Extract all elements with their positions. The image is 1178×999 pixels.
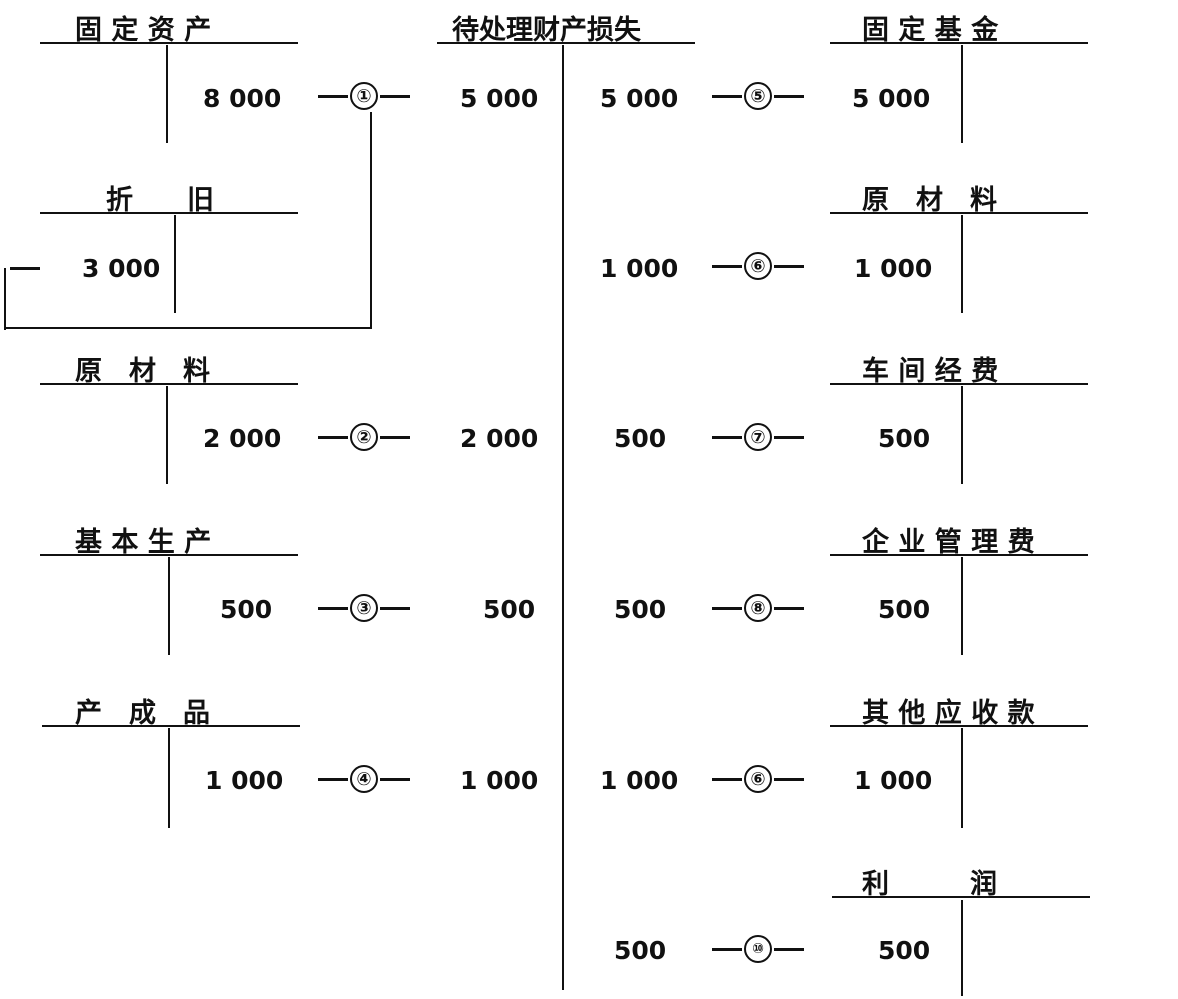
- bracket-left-vertical: [4, 268, 6, 330]
- account-divider: [562, 45, 564, 990]
- credit-amount: 1 000: [600, 766, 679, 795]
- debit-amount: 500: [878, 595, 931, 624]
- debit-amount: 500: [878, 936, 931, 965]
- entry-connector-8: ⑧: [712, 594, 804, 622]
- account-divider: [961, 386, 963, 484]
- account-title: 车 间 经 费: [862, 356, 999, 387]
- account-divider: [961, 728, 963, 828]
- credit-amount: 2 000: [203, 424, 282, 453]
- bracket-right-vertical: [370, 112, 372, 329]
- account-divider: [168, 557, 170, 655]
- entry-number: ⑧: [744, 594, 772, 622]
- debit-amount: 5 000: [852, 84, 931, 113]
- entry-connector-5: ⑤: [712, 82, 804, 110]
- account-title: 折 旧: [106, 185, 214, 216]
- entry-number: ③: [350, 594, 378, 622]
- debit-amount: 2 000: [460, 424, 539, 453]
- account-title: 基 本 生 产: [75, 527, 212, 558]
- credit-amount: 500: [614, 424, 667, 453]
- entry-connector-1: ①: [318, 82, 410, 110]
- credit-amount: 1 000: [205, 766, 284, 795]
- account-rule: [830, 383, 1088, 385]
- credit-amount: 8 000: [203, 84, 282, 113]
- account-title: 原 材 料: [75, 356, 210, 387]
- entry-connector-3: ③: [318, 594, 410, 622]
- entry-number: ⑤: [744, 82, 772, 110]
- entry-number: ⑥: [744, 765, 772, 793]
- entry-number: ②: [350, 423, 378, 451]
- debit-amount: 3 000: [82, 254, 161, 283]
- credit-amount: 500: [614, 595, 667, 624]
- account-rule: [830, 42, 1088, 44]
- account-rule: [830, 725, 1088, 727]
- account-rule: [40, 383, 298, 385]
- account-divider: [961, 900, 963, 996]
- entry-connector-10: ⑩: [712, 935, 804, 963]
- account-title: 固 定 资 产: [75, 15, 212, 46]
- entry-connector-6a: ⑥: [712, 252, 804, 280]
- entry-connector-2: ②: [318, 423, 410, 451]
- account-divider: [961, 45, 963, 143]
- account-rule: [40, 212, 298, 214]
- account-rule: [832, 896, 1090, 898]
- depreciation-link-dash: [10, 267, 40, 270]
- account-divider: [961, 557, 963, 655]
- account-title: 原 材 料: [862, 185, 997, 216]
- account-divider: [168, 728, 170, 828]
- entry-connector-4: ④: [318, 765, 410, 793]
- account-rule: [437, 42, 695, 44]
- bracket-bottom: [4, 327, 372, 329]
- account-divider: [166, 45, 168, 143]
- entry-number: ⑩: [744, 935, 772, 963]
- account-rule: [830, 212, 1088, 214]
- debit-amount: 5 000: [460, 84, 539, 113]
- entry-number: ④: [350, 765, 378, 793]
- credit-amount: 1 000: [600, 254, 679, 283]
- account-rule: [830, 554, 1088, 556]
- account-rule: [40, 42, 298, 44]
- credit-amount: 500: [220, 595, 273, 624]
- account-title: 其 他 应 收 款: [862, 698, 1035, 729]
- entry-number: ①: [350, 82, 378, 110]
- entry-number: ⑥: [744, 252, 772, 280]
- account-divider: [166, 386, 168, 484]
- debit-amount: 1 000: [854, 766, 933, 795]
- account-title: 固 定 基 金: [862, 15, 999, 46]
- debit-amount: 1 000: [854, 254, 933, 283]
- account-title: 利 润: [862, 869, 997, 900]
- account-title: 待处理财产损失: [452, 15, 641, 46]
- account-rule: [42, 725, 300, 727]
- credit-amount: 5 000: [600, 84, 679, 113]
- entry-number: ⑦: [744, 423, 772, 451]
- account-divider: [961, 215, 963, 313]
- debit-amount: 500: [878, 424, 931, 453]
- account-rule: [40, 554, 298, 556]
- account-divider: [174, 215, 176, 313]
- entry-connector-6b: ⑥: [712, 765, 804, 793]
- account-title: 产 成 品: [75, 698, 210, 729]
- entry-connector-7: ⑦: [712, 423, 804, 451]
- debit-amount: 500: [483, 595, 536, 624]
- credit-amount: 500: [614, 936, 667, 965]
- account-title: 企 业 管 理 费: [862, 527, 1035, 558]
- debit-amount: 1 000: [460, 766, 539, 795]
